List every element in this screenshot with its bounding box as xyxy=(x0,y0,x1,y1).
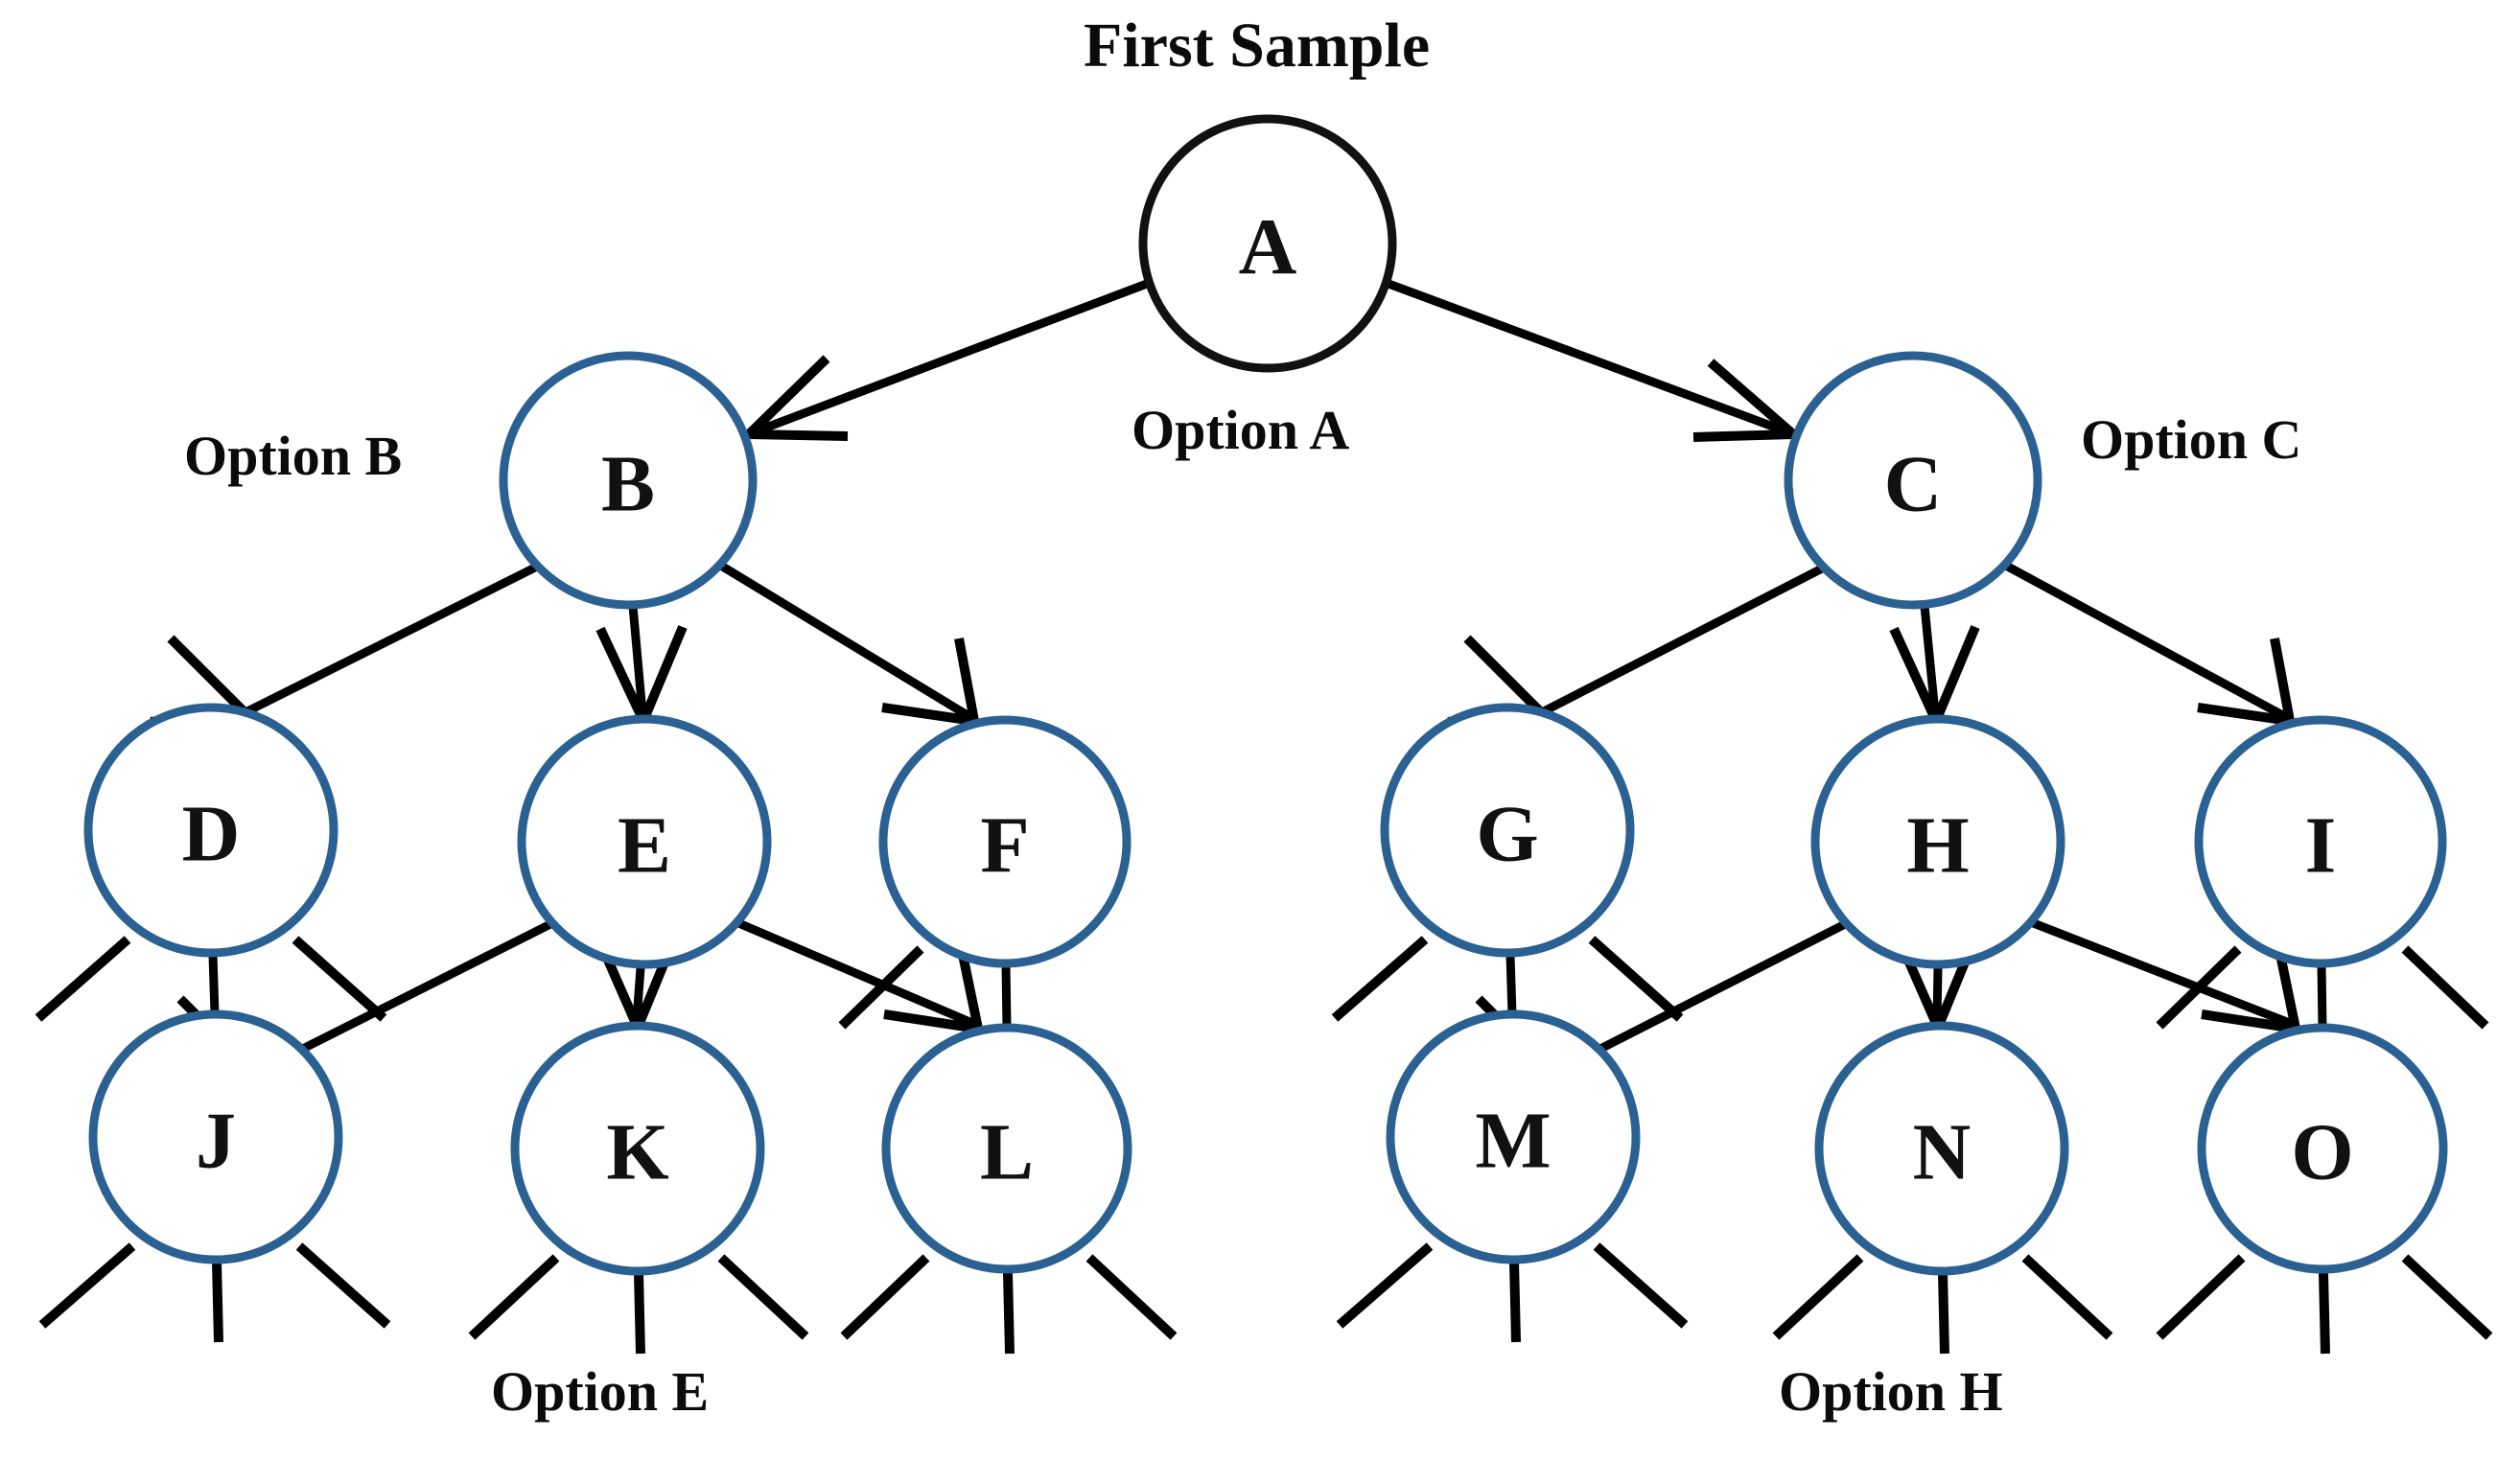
node-c[interactable]: C xyxy=(1784,351,2042,610)
edge-b-d xyxy=(150,562,540,727)
node-j[interactable]: J xyxy=(88,1009,343,1264)
node-i[interactable]: I xyxy=(2194,715,2447,968)
leg-m-down-right xyxy=(1593,1242,1689,1329)
node-g-label: G xyxy=(1476,790,1538,879)
leg-k-down xyxy=(634,1272,645,1355)
leaf-leg-group xyxy=(35,936,2493,1355)
node-c-circle[interactable] xyxy=(1784,351,2042,610)
leg-o-down-right xyxy=(2401,1254,2493,1340)
node-e-circle[interactable] xyxy=(517,714,772,969)
node-k-label: K xyxy=(606,1108,668,1197)
leg-f-down-left xyxy=(838,945,924,1030)
node-g-circle[interactable] xyxy=(1380,703,1635,958)
leg-i-down-left xyxy=(2156,945,2242,1030)
edge-c-g xyxy=(1447,563,1827,727)
node-a-circle[interactable] xyxy=(1138,114,1397,373)
leg-n-down-right xyxy=(2021,1254,2113,1340)
node-f-label: F xyxy=(980,801,1029,891)
node-a[interactable]: A xyxy=(1138,114,1397,373)
leg-m-down-left xyxy=(1336,1242,1434,1329)
edge-c-i xyxy=(2003,562,2297,727)
node-e[interactable]: E xyxy=(517,714,772,969)
node-n-circle[interactable] xyxy=(1814,1021,2069,1276)
node-n-label: N xyxy=(1913,1108,1972,1197)
label-option-b: Option B xyxy=(184,425,403,487)
node-l-circle[interactable] xyxy=(881,1023,1132,1274)
stem-f-l xyxy=(1001,963,1012,1029)
label-option-a: Option A xyxy=(1132,399,1350,461)
leg-d-down-right xyxy=(292,936,387,1022)
leg-j-down-left xyxy=(38,1242,136,1329)
label-option-e: Option E xyxy=(491,1360,710,1423)
node-d[interactable]: D xyxy=(83,703,338,958)
node-o[interactable]: O xyxy=(2197,1023,2448,1274)
leg-g-down-right xyxy=(1588,936,1684,1022)
node-h-label: H xyxy=(1906,801,1969,891)
node-i-label: I xyxy=(2305,801,2337,891)
node-m-circle[interactable] xyxy=(1386,1009,1641,1264)
node-d-label: D xyxy=(182,790,241,879)
node-n[interactable]: N xyxy=(1814,1021,2069,1276)
leg-l-down-left xyxy=(840,1254,930,1340)
node-o-circle[interactable] xyxy=(2197,1023,2448,1274)
stem-group xyxy=(208,954,2327,1029)
node-m-label: M xyxy=(1475,1097,1551,1186)
stem-d-j xyxy=(208,954,220,1015)
leg-n-down xyxy=(1938,1272,1949,1355)
leg-d-down-left xyxy=(35,936,131,1022)
node-k-circle[interactable] xyxy=(510,1021,765,1276)
leg-m-down xyxy=(1509,1261,1521,1343)
node-j-circle[interactable] xyxy=(88,1009,343,1264)
node-m[interactable]: M xyxy=(1386,1009,1641,1264)
node-b[interactable]: B xyxy=(499,351,758,610)
edge-b-e xyxy=(595,605,688,733)
node-c-label: C xyxy=(1884,440,1943,529)
node-j-label: J xyxy=(196,1097,236,1186)
label-option-c: Option C xyxy=(2081,408,2302,471)
node-e-label: E xyxy=(618,801,671,891)
leg-k-down-left xyxy=(468,1254,560,1340)
node-h[interactable]: H xyxy=(1810,714,2065,969)
leg-j-down-right xyxy=(295,1242,391,1329)
diagram-title: First Sample xyxy=(1084,11,1431,81)
label-option-h: Option H xyxy=(1779,1360,2003,1423)
node-o-label: O xyxy=(2291,1108,2353,1197)
node-f[interactable]: F xyxy=(878,715,1132,968)
edge-a-b xyxy=(736,279,1149,441)
node-d-circle[interactable] xyxy=(83,703,338,958)
leg-i-down-right xyxy=(2401,945,2489,1030)
edge-a-c xyxy=(1387,279,1806,442)
edge-c-h xyxy=(1889,605,1980,733)
node-l-label: L xyxy=(980,1108,1034,1197)
edge-b-f xyxy=(718,562,981,727)
node-k[interactable]: K xyxy=(510,1021,765,1276)
node-l[interactable]: L xyxy=(881,1023,1132,1274)
leg-j-down xyxy=(212,1261,223,1343)
node-f-circle[interactable] xyxy=(878,715,1132,968)
leg-n-down-left xyxy=(1772,1254,1864,1340)
node-b-circle[interactable] xyxy=(499,351,758,610)
node-h-circle[interactable] xyxy=(1810,714,2065,969)
leg-g-down-left xyxy=(1331,936,1429,1022)
leg-l-down-right xyxy=(1085,1254,1178,1340)
leg-k-down-right xyxy=(717,1254,809,1340)
node-g[interactable]: G xyxy=(1380,703,1635,958)
leg-l-down xyxy=(1003,1272,1015,1355)
leg-o-down-left xyxy=(2156,1254,2246,1340)
node-a-label: A xyxy=(1239,203,1297,292)
stem-g-m xyxy=(1505,954,1517,1015)
node-i-circle[interactable] xyxy=(2194,715,2447,968)
leg-o-down xyxy=(2319,1272,2330,1355)
node-b-label: B xyxy=(601,440,655,529)
node-group: A B C D E F xyxy=(83,114,2448,1276)
